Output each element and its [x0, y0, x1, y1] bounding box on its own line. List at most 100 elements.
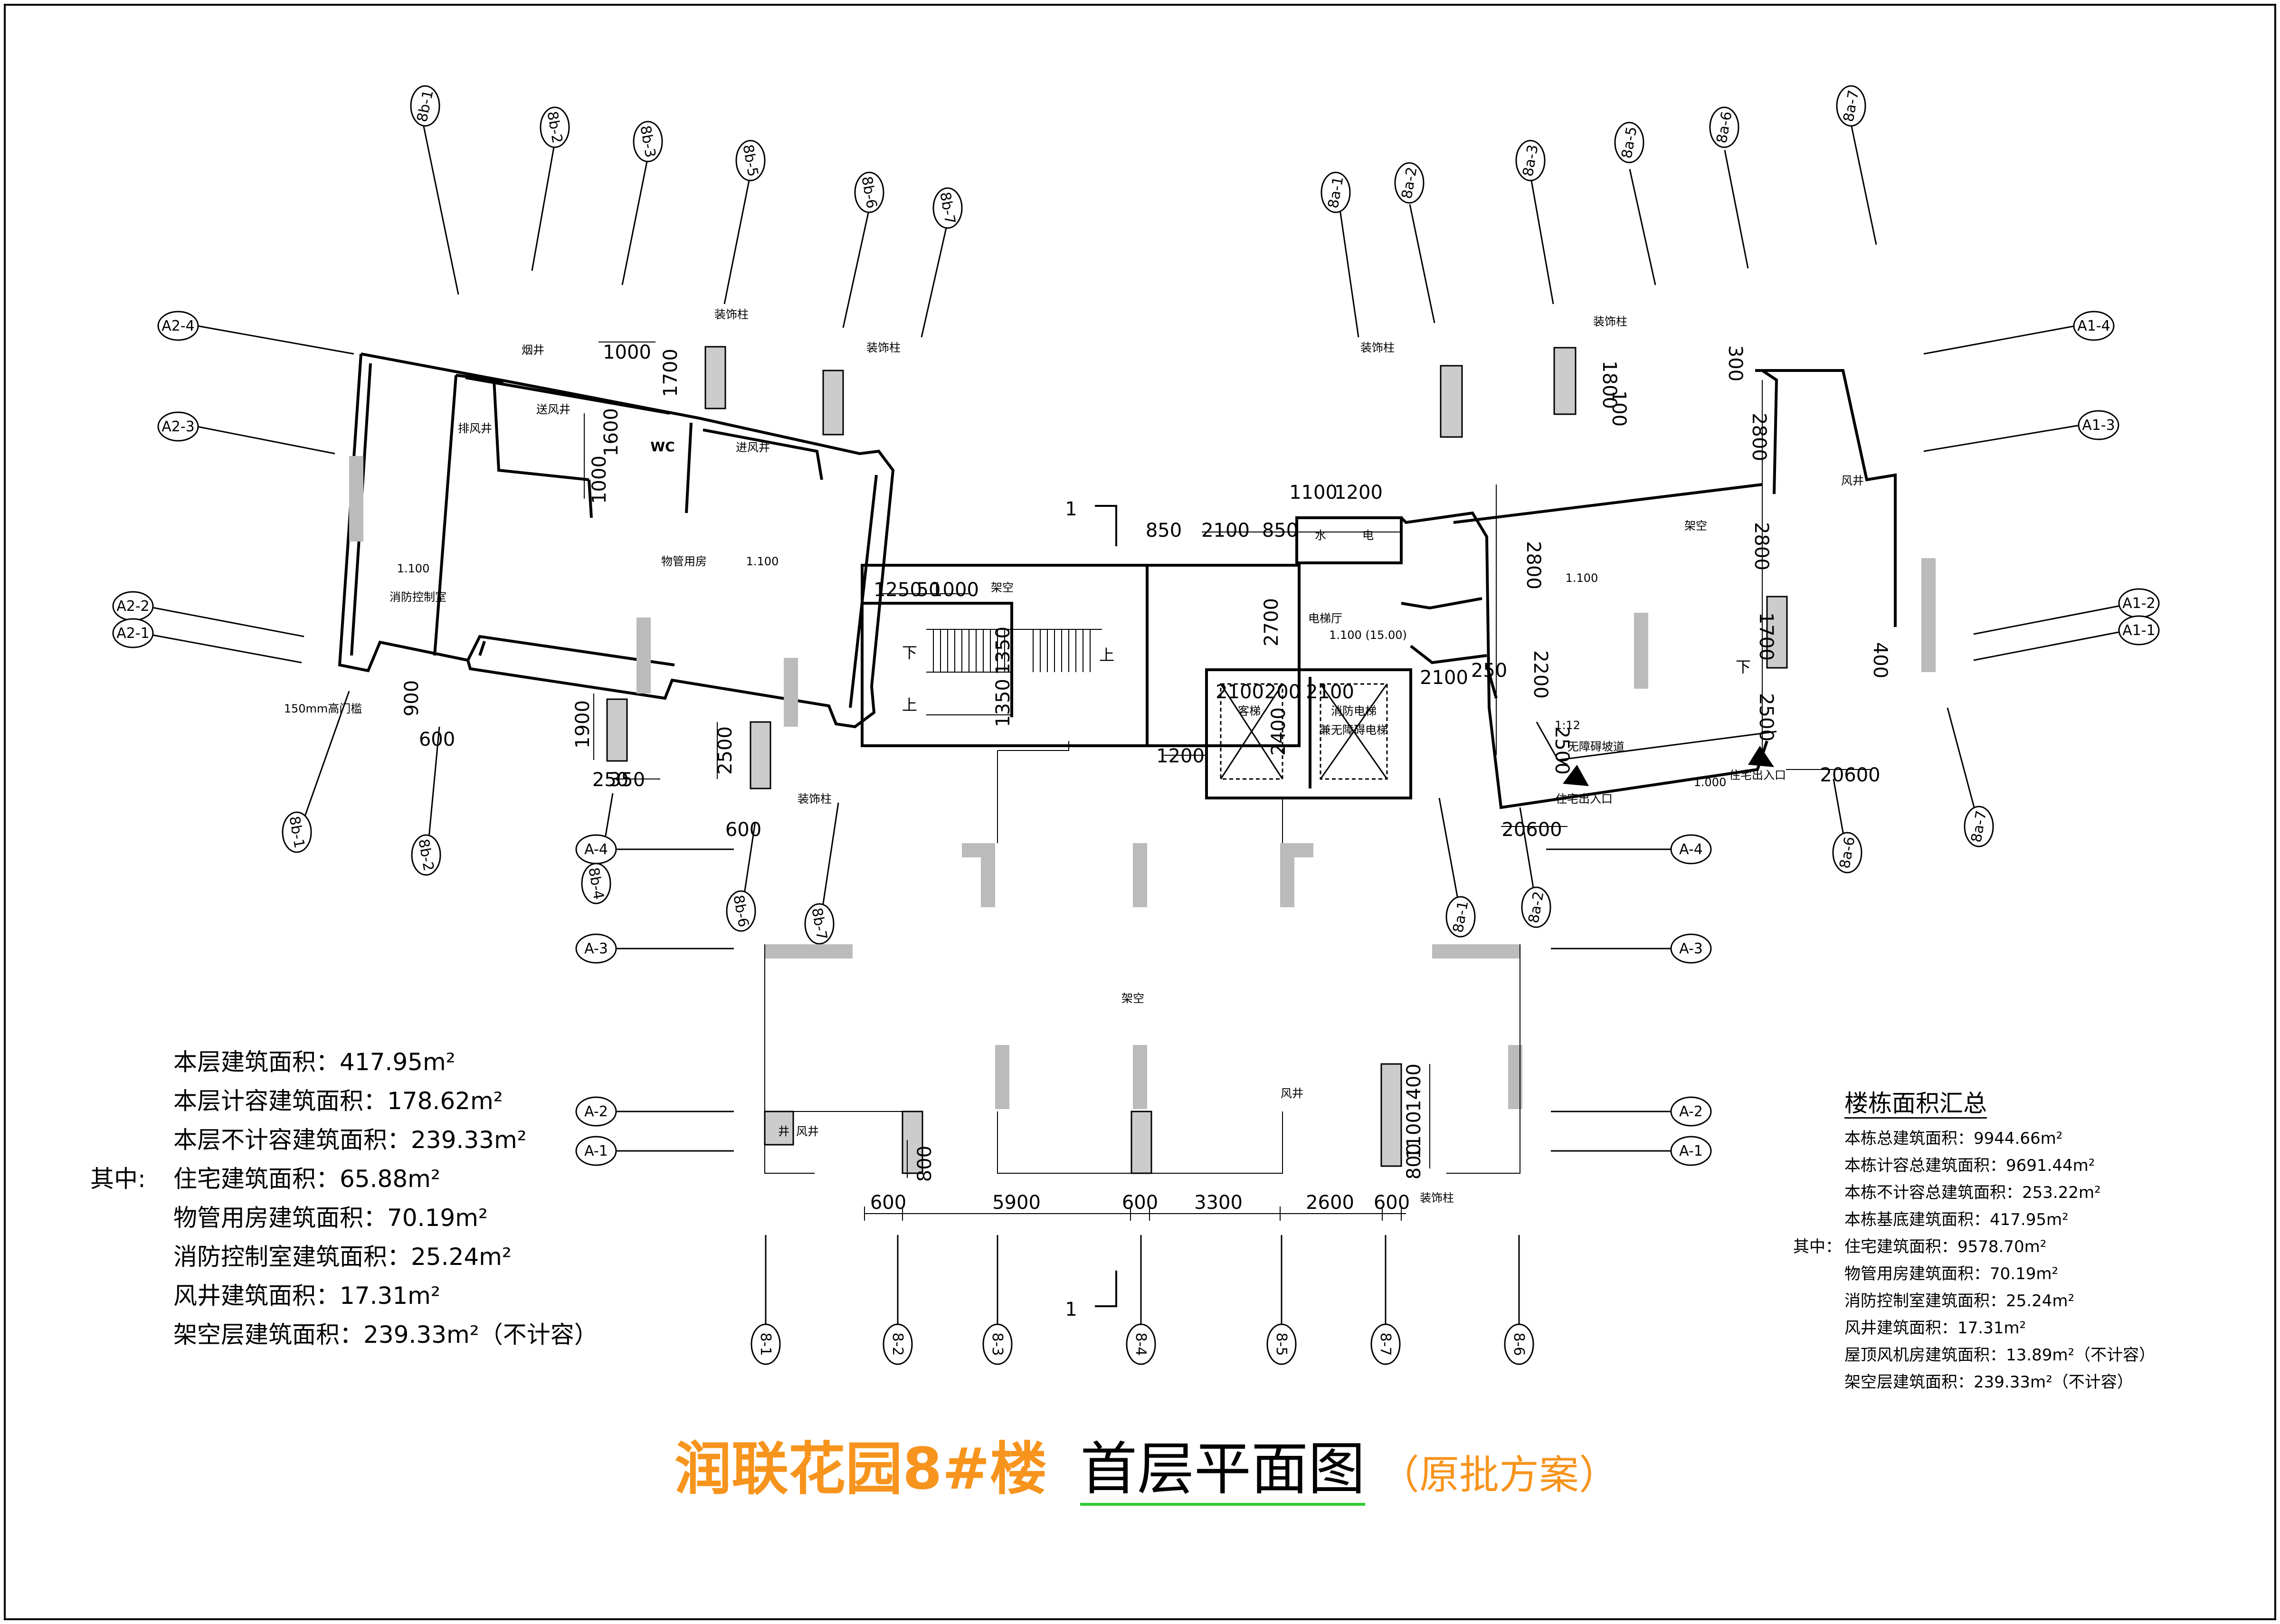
pilotis-outline — [764, 741, 1520, 1174]
summary-heading: 楼栋面积汇总 — [1844, 1090, 1987, 1119]
dim-1700: 1700 — [660, 349, 682, 397]
stat-fire-control-area: 消防控制室建筑面积：25.24m² — [173, 1243, 512, 1271]
summary-base-area: 本栋基底建筑面积：417.95m² — [1844, 1210, 2069, 1229]
dim-250-b: 250 — [592, 769, 628, 791]
dim-600-d: 600 — [1122, 1192, 1158, 1214]
axis-a2-3: A2-3 — [162, 418, 195, 435]
dim-400: 400 — [1869, 642, 1891, 678]
label-well: 井 — [778, 1125, 789, 1138]
summary-far-area: 本栋计容总建筑面积：9691.44m² — [1844, 1156, 2095, 1175]
label-column-2: 装饰柱 — [866, 341, 901, 354]
axis-a1-3: A1-3 — [2082, 417, 2115, 434]
label-electric: 电 — [1362, 529, 1374, 542]
dim-1350-a: 1350 — [992, 627, 1014, 675]
stat-residential-area: 住宅建筑面积：65.88m² — [173, 1165, 440, 1193]
axis-a1-2: A1-2 — [2122, 595, 2156, 612]
label-column-3: 装饰柱 — [1360, 341, 1395, 354]
stat-far-area: 本层计容建筑面积：178.62m² — [173, 1087, 503, 1115]
summary-roof-fan-area: 屋顶风机房建筑面积：13.89m²（不计容） — [1844, 1346, 2156, 1365]
dim-1800: 1800 — [1598, 361, 1620, 409]
columns — [606, 346, 1788, 1174]
label-intake-shaft: 进风井 — [736, 441, 770, 454]
dim-1350-b: 1350 — [992, 679, 1014, 727]
label-column-1: 装饰柱 — [714, 308, 749, 321]
section-markers — [1095, 505, 1117, 1307]
title-drawing-name: 首层平面图 — [1080, 1436, 1366, 1506]
stat-pilotis-area: 架空层建筑面积：239.33m²（不计容） — [173, 1321, 598, 1349]
label-supply-air-shaft: 送风井 — [536, 403, 570, 416]
summary-total-area: 本栋总建筑面积：9944.66m² — [1844, 1129, 2063, 1148]
axis-8-7: 8-7 — [1377, 1333, 1394, 1356]
dim-2100-b: 2100 — [1216, 681, 1264, 703]
axis-a-4-left: A-4 — [584, 841, 608, 858]
label-elevator-hall: 电梯厅 — [1308, 612, 1342, 625]
walls — [338, 352, 1897, 809]
dim-2500-a: 2500 — [1755, 693, 1777, 741]
elevators — [1220, 683, 1388, 780]
summary-breakdown-lead: 其中： — [1793, 1237, 1842, 1256]
axis-a-3-right: A-3 — [1679, 940, 1703, 957]
label-passenger-elevator: 客梯 — [1238, 704, 1261, 718]
stat-floor-area: 本层建筑面积：417.95m² — [173, 1048, 456, 1076]
axis-a1-4: A1-4 — [2077, 318, 2110, 334]
label-pilotis-2: 架空 — [1684, 519, 1707, 532]
dim-800-b: 800 — [914, 1146, 936, 1182]
axis-a2-2: A2-2 — [116, 598, 150, 615]
dim-1000-core: 1000 — [931, 579, 979, 601]
axis-a-1-left: A-1 — [584, 1143, 608, 1159]
stairs — [926, 629, 1102, 715]
dim-2800-b: 2800 — [1750, 522, 1772, 570]
dim-2800-a: 2800 — [1748, 413, 1770, 461]
label-column-6: 装饰柱 — [1420, 1191, 1454, 1205]
label-accessible-ramp: 无障碍坡道 — [1568, 740, 1624, 753]
dim-2100-a: 2100 — [1201, 520, 1250, 541]
stat-non-far-area: 本层不计容建筑面积：239.33m² — [173, 1126, 527, 1154]
label-up-1: 上 — [1099, 646, 1114, 664]
label-wc: WC — [650, 439, 674, 455]
label-wind-shaft-3: 风井 — [796, 1125, 819, 1138]
building-area-summary: 楼栋面积汇总 本栋总建筑面积：9944.66m² 本栋计容总建筑面积：9691.… — [1793, 1090, 2155, 1396]
drawing-title: 润联花园8#楼首层平面图（原批方案） — [674, 1423, 1619, 1506]
dim-100: 100 — [1608, 390, 1630, 427]
ramp — [1536, 722, 1777, 766]
axis-8-4: 8-4 — [1132, 1333, 1149, 1356]
pilotis-piers — [349, 456, 1936, 1109]
dim-1600: 1600 — [600, 408, 622, 456]
summary-shaft-area: 风井建筑面积：17.31m² — [1844, 1319, 2026, 1338]
label-column-5: 装饰柱 — [798, 792, 832, 806]
label-pilotis-1: 架空 — [991, 581, 1014, 594]
dim-1900: 1900 — [572, 700, 594, 749]
summary-breakdown-row: 其中：住宅建筑面积：9578.70m² — [1793, 1234, 2155, 1261]
dim-250: 250 — [1471, 660, 1507, 682]
dimension-labels: 1000 1700 1600 1000 1250 50 1000 850 210… — [401, 342, 1891, 1214]
drawing-border — [4, 4, 2276, 1620]
label-slope: 1:12 — [1555, 719, 1580, 732]
dim-600-e: 600 — [1374, 1192, 1410, 1214]
dim-1100-b: 1100 — [1403, 1111, 1425, 1159]
dim-2100-c: 2100 — [1306, 681, 1354, 703]
summary-property-area: 物管用房建筑面积：70.19m² — [1844, 1264, 2059, 1283]
axis-a-3-left: A-3 — [584, 940, 608, 957]
summary-non-far-area: 本栋不计容总建筑面积：253.22m² — [1844, 1183, 2101, 1202]
label-section-bottom: 1 — [1065, 1299, 1077, 1320]
axis-a-1-right: A-1 — [1679, 1143, 1703, 1159]
label-level-2: 1.100 — [746, 555, 779, 568]
dim-1000-top: 1000 — [603, 342, 651, 363]
stat-breakdown-row: 其中:住宅建筑面积：65.88m² — [90, 1159, 598, 1198]
label-accessible-elevator: 兼无障碍电梯 — [1320, 723, 1388, 737]
label-level-1: 1.100 — [397, 562, 430, 575]
label-exhaust-shaft: 排风井 — [458, 422, 492, 435]
dim-300: 300 — [1724, 345, 1746, 381]
label-entrance-1: 住宅出入口 — [1556, 792, 1613, 806]
dim-2500-d: 2500 — [714, 726, 736, 775]
axis-a-2-right: A-2 — [1679, 1103, 1703, 1120]
dim-2600: 2600 — [1306, 1192, 1354, 1214]
dim-600-c: 600 — [870, 1192, 906, 1214]
dim-2100-d: 2100 — [1420, 667, 1468, 689]
dim-2200: 2200 — [1530, 650, 1551, 699]
label-wind-shaft-1: 风井 — [1841, 474, 1864, 487]
summary-pilotis-area: 架空层建筑面积：239.33m²（不计容） — [1844, 1373, 2133, 1392]
axis-a2-1: A2-1 — [116, 625, 150, 642]
stat-property-area: 物管用房建筑面积：70.19m² — [173, 1204, 488, 1232]
summary-residential-area: 住宅建筑面积：9578.70m² — [1844, 1237, 2047, 1256]
